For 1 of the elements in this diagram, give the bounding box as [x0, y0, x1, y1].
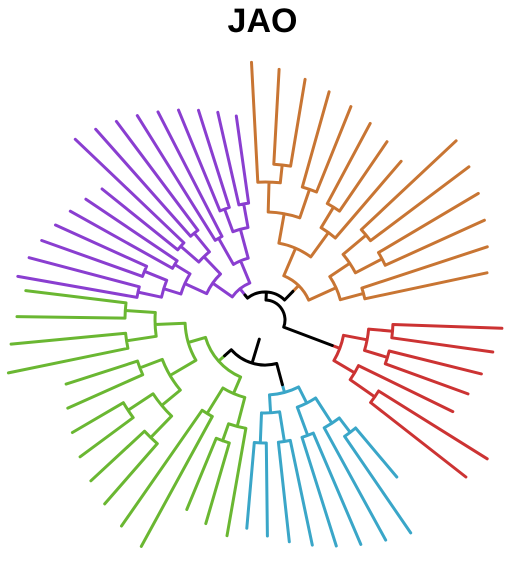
chart-title: JAO [228, 2, 298, 41]
